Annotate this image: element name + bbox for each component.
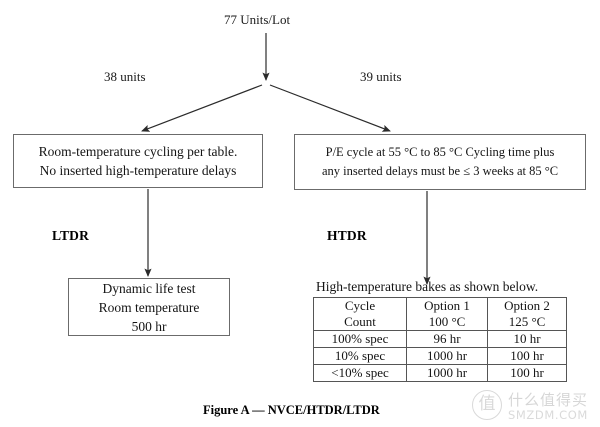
lot-size-label: 77 Units/Lot: [224, 12, 291, 27]
watermark-logo-icon: 值: [472, 390, 502, 420]
arrow-split-to-right-box: [269, 84, 391, 132]
header-cycle-line1: Cycle: [344, 298, 376, 313]
bakes-table: Cycle Count Option 1 100 °C Option 2 125…: [313, 297, 567, 382]
dynamic-life-test-box: Dynamic life test Room temperature 500 h…: [68, 278, 230, 336]
watermark-en-text: SMZDM.COM: [508, 408, 588, 422]
bakes-caption: High-temperature bakes as shown below.: [316, 279, 539, 294]
header-cell-cycle-count: Cycle Count: [313, 297, 407, 331]
stage-label-htdr: HTDR: [327, 228, 367, 243]
table-row: 10% spec 1000 hr 100 hr: [313, 347, 567, 365]
cell-cycle-count: 100% spec: [313, 330, 407, 348]
life-test-line1: Dynamic life test: [102, 280, 196, 296]
table-header-row: Cycle Count Option 1 100 °C Option 2 125…: [313, 297, 567, 331]
life-test-line2: Room temperature: [98, 299, 200, 315]
header-cell-option-1: Option 1 100 °C: [406, 297, 488, 331]
left-condition-line1: Room-temperature cycling per table.: [38, 144, 238, 159]
right-condition-line2: any inserted delays must be ≤ 3 weeks at…: [321, 164, 559, 178]
arrow-split-to-left-box: [141, 84, 263, 132]
header-cell-option-2: Option 2 125 °C: [487, 297, 567, 331]
right-condition-line1: P/E cycle at 55 °C to 85 °C Cycling time…: [325, 145, 555, 159]
cell-option-2: 100 hr: [487, 347, 567, 365]
header-opt1-line2: 100 °C: [428, 314, 466, 329]
cell-option-2: 100 hr: [487, 364, 567, 382]
left-branch-units-label: 38 units: [104, 69, 146, 84]
right-condition-box: P/E cycle at 55 °C to 85 °C Cycling time…: [294, 134, 586, 190]
cell-cycle-count: 10% spec: [313, 347, 407, 365]
header-opt1-line1: Option 1: [424, 298, 470, 313]
life-test-line3: 500 hr: [131, 318, 167, 334]
cell-option-1: 1000 hr: [406, 347, 488, 365]
cell-option-1: 1000 hr: [406, 364, 488, 382]
left-condition-box: Room-temperature cycling per table. No i…: [13, 134, 263, 188]
header-opt2-line1: Option 2: [504, 298, 550, 313]
header-cycle-line2: Count: [344, 314, 376, 329]
cell-cycle-count: <10% spec: [313, 364, 407, 382]
header-opt2-line2: 125 °C: [508, 314, 546, 329]
cell-option-2: 10 hr: [487, 330, 567, 348]
watermark: 值 什么值得买 SMZDM.COM: [470, 387, 596, 425]
table-row: 100% spec 96 hr 10 hr: [313, 330, 567, 348]
table-row: <10% spec 1000 hr 100 hr: [313, 364, 567, 382]
figure-caption: Figure A — NVCE/HTDR/LTDR: [203, 403, 380, 417]
watermark-cn-text: 什么值得买: [508, 391, 589, 409]
stage-label-ltdr: LTDR: [52, 228, 90, 243]
right-branch-units-label: 39 units: [360, 69, 402, 84]
left-condition-line2: No inserted high-temperature delays: [39, 163, 237, 178]
cell-option-1: 96 hr: [406, 330, 488, 348]
